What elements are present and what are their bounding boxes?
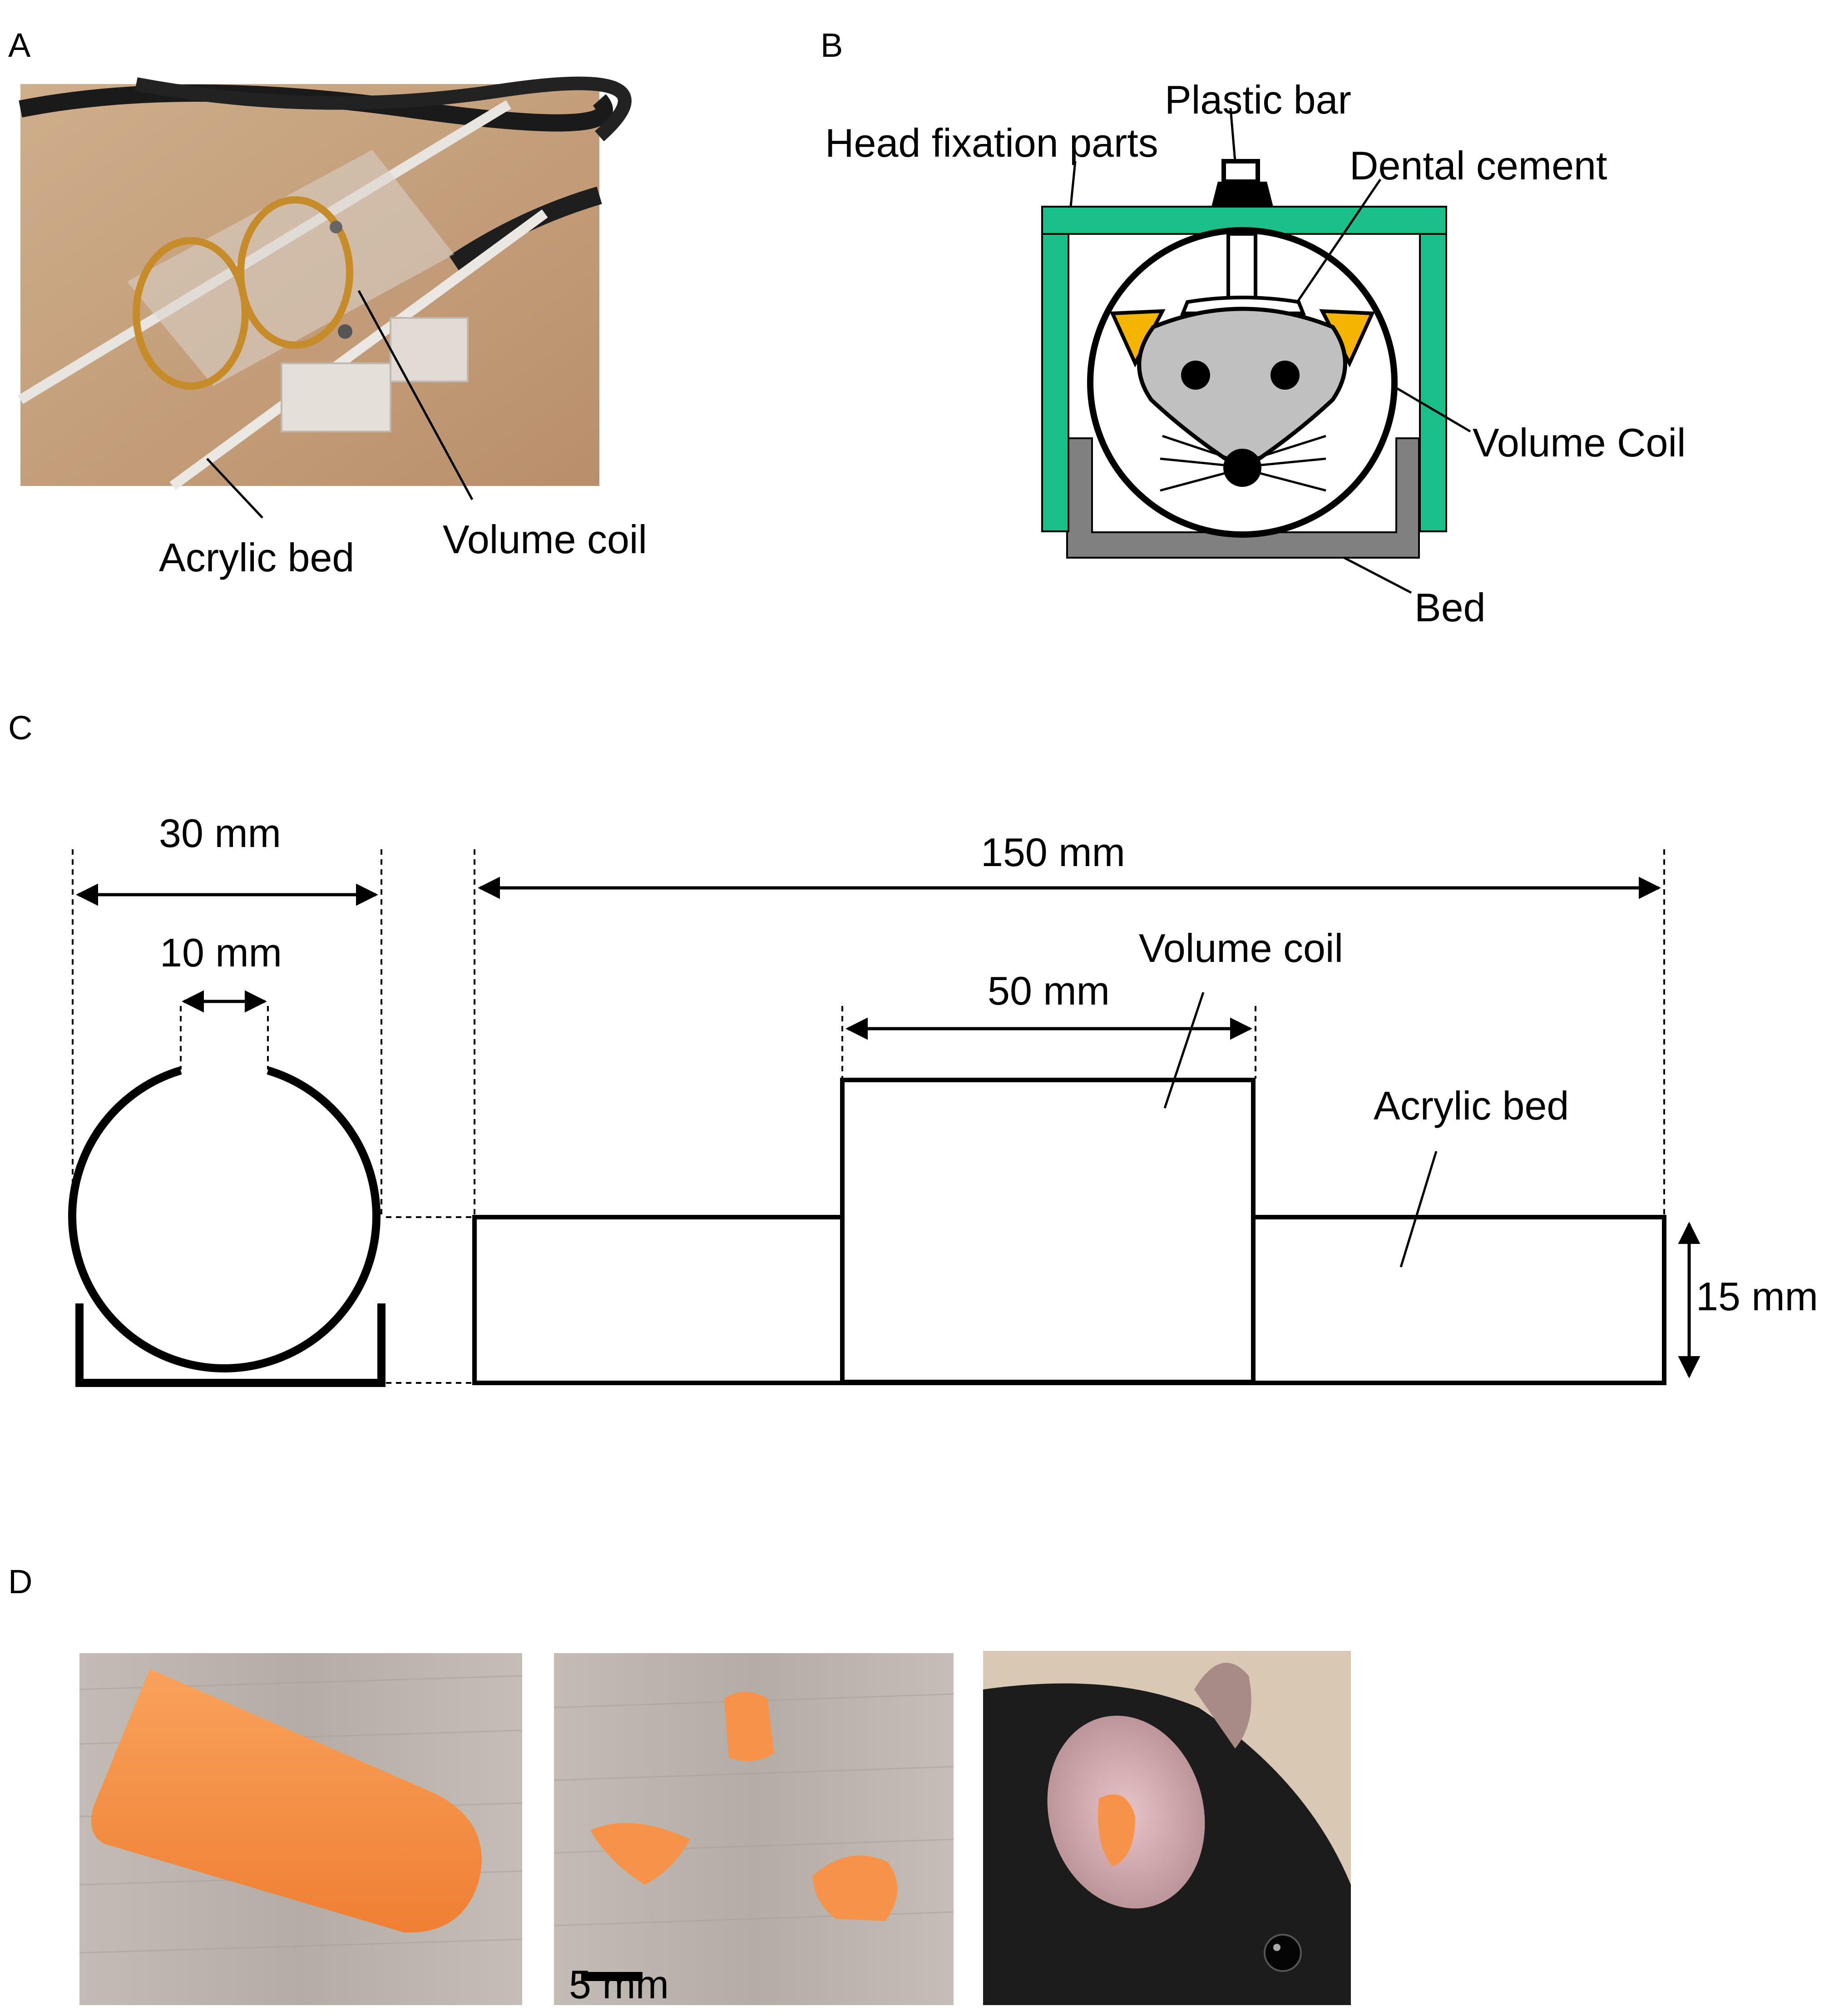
dim-10-label: 10 mm — [160, 930, 282, 975]
panel-d: D 5 mm — [8, 1563, 1351, 2007]
dim-50-label: 50 mm — [988, 968, 1110, 1013]
volume-coil-b-label: Volume Coil — [1473, 420, 1686, 465]
plastic-bar-leader — [1229, 108, 1236, 162]
plastic-bar-label: Plastic bar — [1165, 77, 1351, 122]
acrylic-bed-c-label: Acrylic bed — [1374, 1083, 1569, 1128]
head-fixation-parts-label: Head fixation parts — [825, 120, 1158, 165]
panel-d-letter: D — [8, 1563, 32, 1600]
dim-15-label: 15 mm — [1696, 1274, 1818, 1319]
cross-section-drawing — [68, 1066, 386, 1387]
panel-a-letter: A — [8, 26, 31, 64]
panel-c-letter: C — [8, 709, 32, 747]
volume-coil-c-leader — [1163, 992, 1205, 1109]
panel-c: C — [8, 709, 1818, 1387]
earplug-pieces-photo: 5 mm — [554, 1653, 954, 2007]
volume-coil-leader — [357, 290, 474, 500]
head-fixation-frame — [1041, 206, 1447, 532]
acrylic-bed-coil-photo — [18, 76, 632, 490]
dim-150-label: 150 mm — [981, 830, 1125, 875]
acrylic-bed-leader — [206, 458, 263, 519]
side-view-drawing — [472, 1078, 1666, 1385]
dental-cement-label: Dental cement — [1350, 143, 1607, 188]
panel-a: A Acrylic bed Volume coil — [8, 26, 647, 580]
panel-b-letter: B — [821, 26, 843, 64]
dental-cement-leader — [1295, 178, 1382, 304]
volume-coil-c-label: Volume coil — [1139, 926, 1343, 971]
acrylic-bed-label: Acrylic bed — [159, 535, 354, 580]
scale-bar — [581, 1972, 643, 1981]
mouse-earplug-photo — [983, 1651, 1351, 2005]
bed-leader — [1343, 556, 1412, 594]
volume-coil-label: Volume coil — [443, 517, 647, 562]
head-fixation-leader — [1069, 161, 1077, 207]
acrylic-bed-c-leader — [1399, 1151, 1438, 1268]
dimension-arrows — [76, 877, 1701, 1378]
bed-label: Bed — [1414, 585, 1486, 630]
plastic-bar — [1211, 159, 1273, 306]
dimension-guides — [72, 849, 1665, 1384]
scale-bar-label: 5 mm — [569, 1962, 669, 2007]
mouse-head-illustration — [1109, 296, 1375, 492]
dim-30-label: 30 mm — [159, 811, 281, 856]
earplug-whole-photo — [79, 1653, 523, 2005]
panel-b: B — [821, 26, 1686, 630]
volume-coil-b-leader — [1392, 385, 1471, 433]
